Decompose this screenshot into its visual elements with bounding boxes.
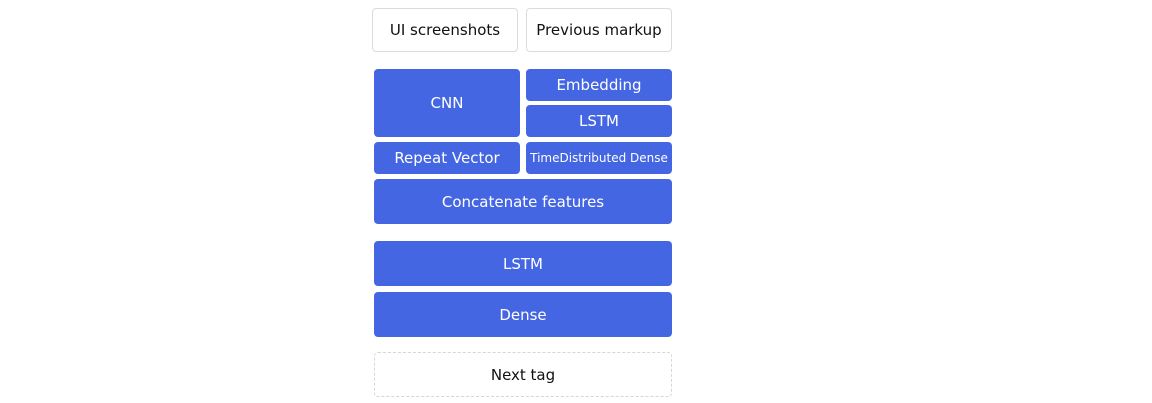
layer-repeat-vector-label: Repeat Vector (394, 149, 500, 167)
layer-embedding: Embedding (526, 69, 672, 101)
input-ui-screenshots: UI screenshots (372, 8, 518, 52)
layer-time-distributed-dense: TimeDistributed Dense (526, 142, 672, 174)
layer-concatenate-features: Concatenate features (374, 179, 672, 224)
layer-dense: Dense (374, 292, 672, 337)
layer-concatenate-features-label: Concatenate features (441, 192, 605, 211)
layer-lstm-decoder-label: LSTM (503, 254, 543, 273)
layer-lstm-markup: LSTM (526, 105, 672, 137)
output-next-tag: Next tag (374, 352, 672, 397)
output-next-tag-label: Next tag (490, 365, 556, 384)
layer-lstm-markup-label: LSTM (579, 112, 619, 130)
layer-time-distributed-dense-label: TimeDistributed Dense (530, 151, 668, 165)
input-previous-markup: Previous markup (526, 8, 672, 52)
input-ui-screenshots-label: UI screenshots (389, 21, 501, 39)
layer-lstm-decoder: LSTM (374, 241, 672, 286)
input-previous-markup-label: Previous markup (536, 21, 662, 39)
layer-embedding-label: Embedding (556, 76, 642, 94)
layer-dense-label: Dense (499, 305, 547, 324)
layer-repeat-vector: Repeat Vector (374, 142, 520, 174)
layer-cnn-label: CNN (430, 94, 464, 112)
layer-cnn: CNN (374, 69, 520, 137)
